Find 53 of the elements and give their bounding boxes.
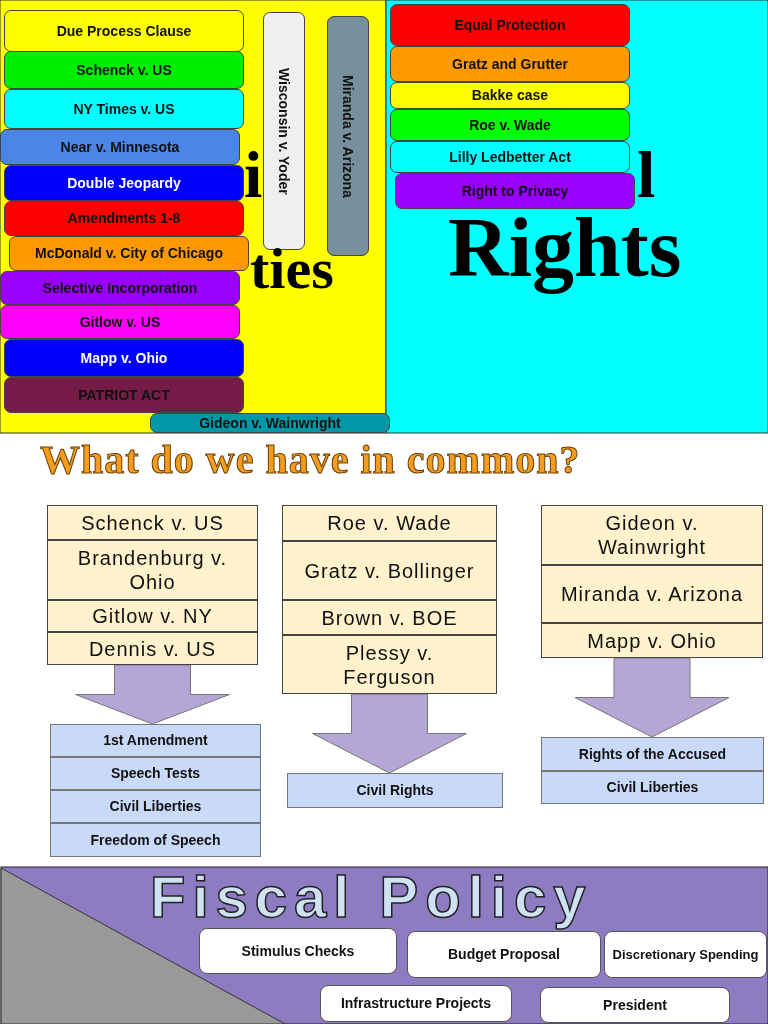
topic-card: President xyxy=(540,987,730,1023)
title: What do we have in common? xyxy=(40,440,581,480)
topic-card: Infrastructure Projects xyxy=(320,985,512,1022)
table-cell: Brown v. BOE xyxy=(282,600,497,635)
topic-card: Selective Incorporation xyxy=(0,271,240,305)
case-table xyxy=(47,505,258,665)
case-table xyxy=(50,724,261,857)
topic-card: Gideon v. Wainwright xyxy=(150,413,390,433)
case-table xyxy=(541,737,764,804)
table-cell: Miranda v. Arizona xyxy=(541,565,763,623)
case-table xyxy=(282,505,497,694)
result-cell: Civil Liberties xyxy=(50,790,261,823)
result-cell: 1st Amendment xyxy=(50,724,261,757)
topic-card: Amendments 1-8 xyxy=(4,201,244,236)
block-arrow xyxy=(75,664,230,725)
topic-card: Mapp v. Ohio xyxy=(4,339,244,377)
table-cell: Plessy v. Ferguson xyxy=(282,635,497,694)
topic-card: NY Times v. US xyxy=(4,89,244,129)
topic-card: Schenck v. US xyxy=(4,51,244,89)
block-arrow xyxy=(574,657,730,738)
table-cell: Dennis v. US xyxy=(47,632,258,665)
table-cell: Mapp v. Ohio xyxy=(541,623,763,658)
topic-card: Gratz and Grutter xyxy=(390,46,630,82)
table-cell: Schenck v. US xyxy=(47,505,258,540)
table-cell: Gratz v. Bollinger xyxy=(282,541,497,600)
topic-card: Roe v. Wade xyxy=(390,109,630,141)
topic-card: Budget Proposal xyxy=(407,931,601,978)
topic-card: Due Process Clause xyxy=(4,10,244,52)
result-cell: Civil Rights xyxy=(287,773,503,808)
topic-card: Gitlow v. US xyxy=(0,305,240,339)
topic-card: Stimulus Checks xyxy=(199,928,397,974)
case-table xyxy=(541,505,763,658)
topic-card: PATRIOT ACT xyxy=(4,377,244,413)
table-cell: Gideon v. Wainwright xyxy=(541,505,763,565)
table-cell: Gitlow v. NY xyxy=(47,600,258,632)
topic-card: Right to Privacy xyxy=(395,173,635,209)
result-cell: Freedom of Speech xyxy=(50,823,261,857)
topic-card: Double Jeopardy xyxy=(4,165,244,201)
table-cell: Brandenburg v. Ohio xyxy=(47,540,258,600)
result-cell: Civil Liberties xyxy=(541,771,764,804)
block-arrow xyxy=(312,693,467,774)
topic-card: Discretionary Spending xyxy=(604,931,767,978)
topic-card: McDonald v. City of Chicago xyxy=(9,236,249,271)
topic-card: Miranda v. Arizona xyxy=(327,16,369,256)
topic-card: Bakke case xyxy=(390,82,630,109)
result-cell: Speech Tests xyxy=(50,757,261,790)
result-cell: Rights of the Accused xyxy=(541,737,764,771)
heading-fragment: i xyxy=(244,142,263,208)
topic-card: Equal Protection xyxy=(390,4,630,46)
topic-card: Lilly Ledbetter Act xyxy=(390,141,630,173)
heading-fragment: l xyxy=(637,142,656,208)
table-cell: Roe v. Wade xyxy=(282,505,497,541)
topic-card: Near v. Minnesota xyxy=(0,129,240,165)
